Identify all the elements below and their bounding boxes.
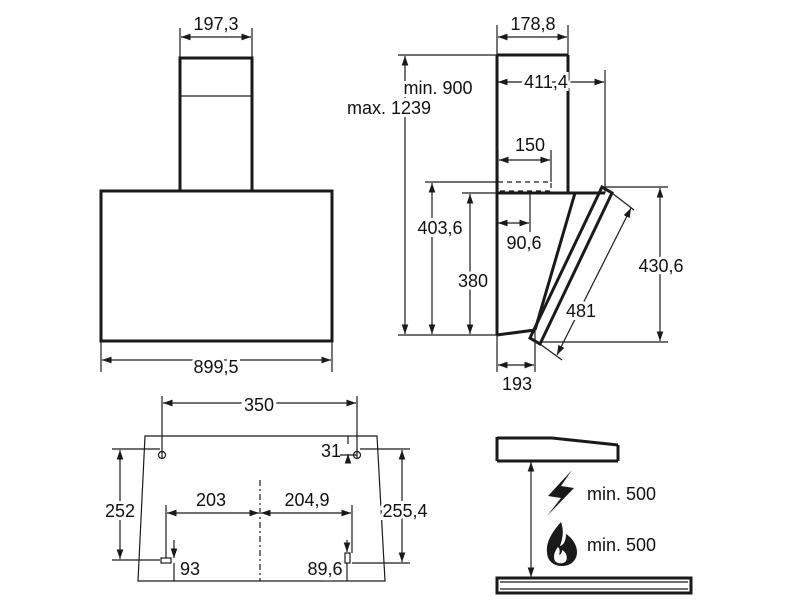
side-chimney [495,53,570,335]
mounting-hole-bottom-right [344,552,351,564]
side-chimney-height-dimension: min. 900 max. 1239 [344,54,497,336]
clearance-hood-bottom [495,436,620,463]
side-hood-depth-dimension: 411,4 [498,69,606,193]
back-height-label: 380 [458,271,488,291]
left-half-label: 203 [196,490,226,510]
mount-bottom-right-dimension: 89,6 [304,540,351,582]
left-height-label: 252 [105,501,135,521]
gas-clearance-label: min. 500 [587,535,656,555]
side-chimney-depth-dimension: 178,8 [496,14,569,55]
mount-right-height-dimension: 255,4 [352,448,431,564]
front-hood-width-dimension: 899,5 [100,341,333,380]
mounting-hole-bottom-left [160,557,172,564]
mount-left-height-dimension: 252 [102,448,160,561]
bottom-left-label: 93 [180,559,200,579]
body-height-label: 403,6 [417,218,462,238]
side-bottom-depth-dimension: 193 [496,330,536,394]
side-glass-length-dimension: 481 [539,192,635,361]
mounting-hole-top-right [352,442,362,460]
mount-bottom-left-dimension: 93 [170,540,203,582]
side-outlet-offset-dimension: 90,6 [498,193,545,256]
total-height-label: 430,6 [638,256,683,276]
front-chimney-width-dimension: 197,3 [179,14,253,58]
top-span-label: 350 [244,395,274,415]
chimney-height-min-label: min. 900 [403,78,472,98]
outlet-width-label: 150 [515,135,545,155]
mount-top-span-dimension: 350 [161,392,358,442]
chimney-width-label: 197,3 [193,14,238,34]
mount-right-half-dimension: 204,9 [261,490,353,553]
side-view: 178,8 411,4 min. 900 max. 1239 150 403,6 [344,14,687,394]
glass-length-label: 481 [566,301,596,321]
front-view: 197,3 899,5 [99,14,334,380]
front-chimney [178,56,254,193]
clearance-cooktop [495,576,693,595]
side-back-height-dimension: 380 [455,192,497,334]
right-half-label: 204,9 [284,490,329,510]
chimney-height-max-label: max. 1239 [347,98,431,118]
side-outlet [497,181,552,192]
mount-left-half-dimension: 203 [165,490,259,558]
side-total-height-dimension: 430,6 [540,186,687,343]
hood-depth-label: 411,4 [524,72,568,92]
mounting-hole-top-left [157,442,167,460]
clearance-view: min. 500 min. 500 [495,436,693,595]
front-hood-body [99,189,334,343]
bottom-depth-label: 193 [502,374,532,394]
mount-top-offset-dimension: 31 [321,436,357,464]
flame-icon [546,522,577,566]
side-body-height-dimension: 403,6 [414,181,498,334]
side-outlet-width-dimension: 150 [497,135,552,182]
chimney-depth-label: 178,8 [510,14,555,34]
bottom-right-label: 89,6 [307,559,342,579]
right-height-label: 255,4 [382,501,427,521]
mounting-view: 350 31 252 255,4 203 [102,392,431,582]
electric-clearance-label: min. 500 [587,484,656,504]
lightning-icon [547,470,574,516]
mounting-plate-outline [137,435,386,582]
outlet-offset-label: 90,6 [506,233,541,253]
top-offset-label: 31 [321,441,341,461]
hood-width-label: 899,5 [193,357,238,377]
